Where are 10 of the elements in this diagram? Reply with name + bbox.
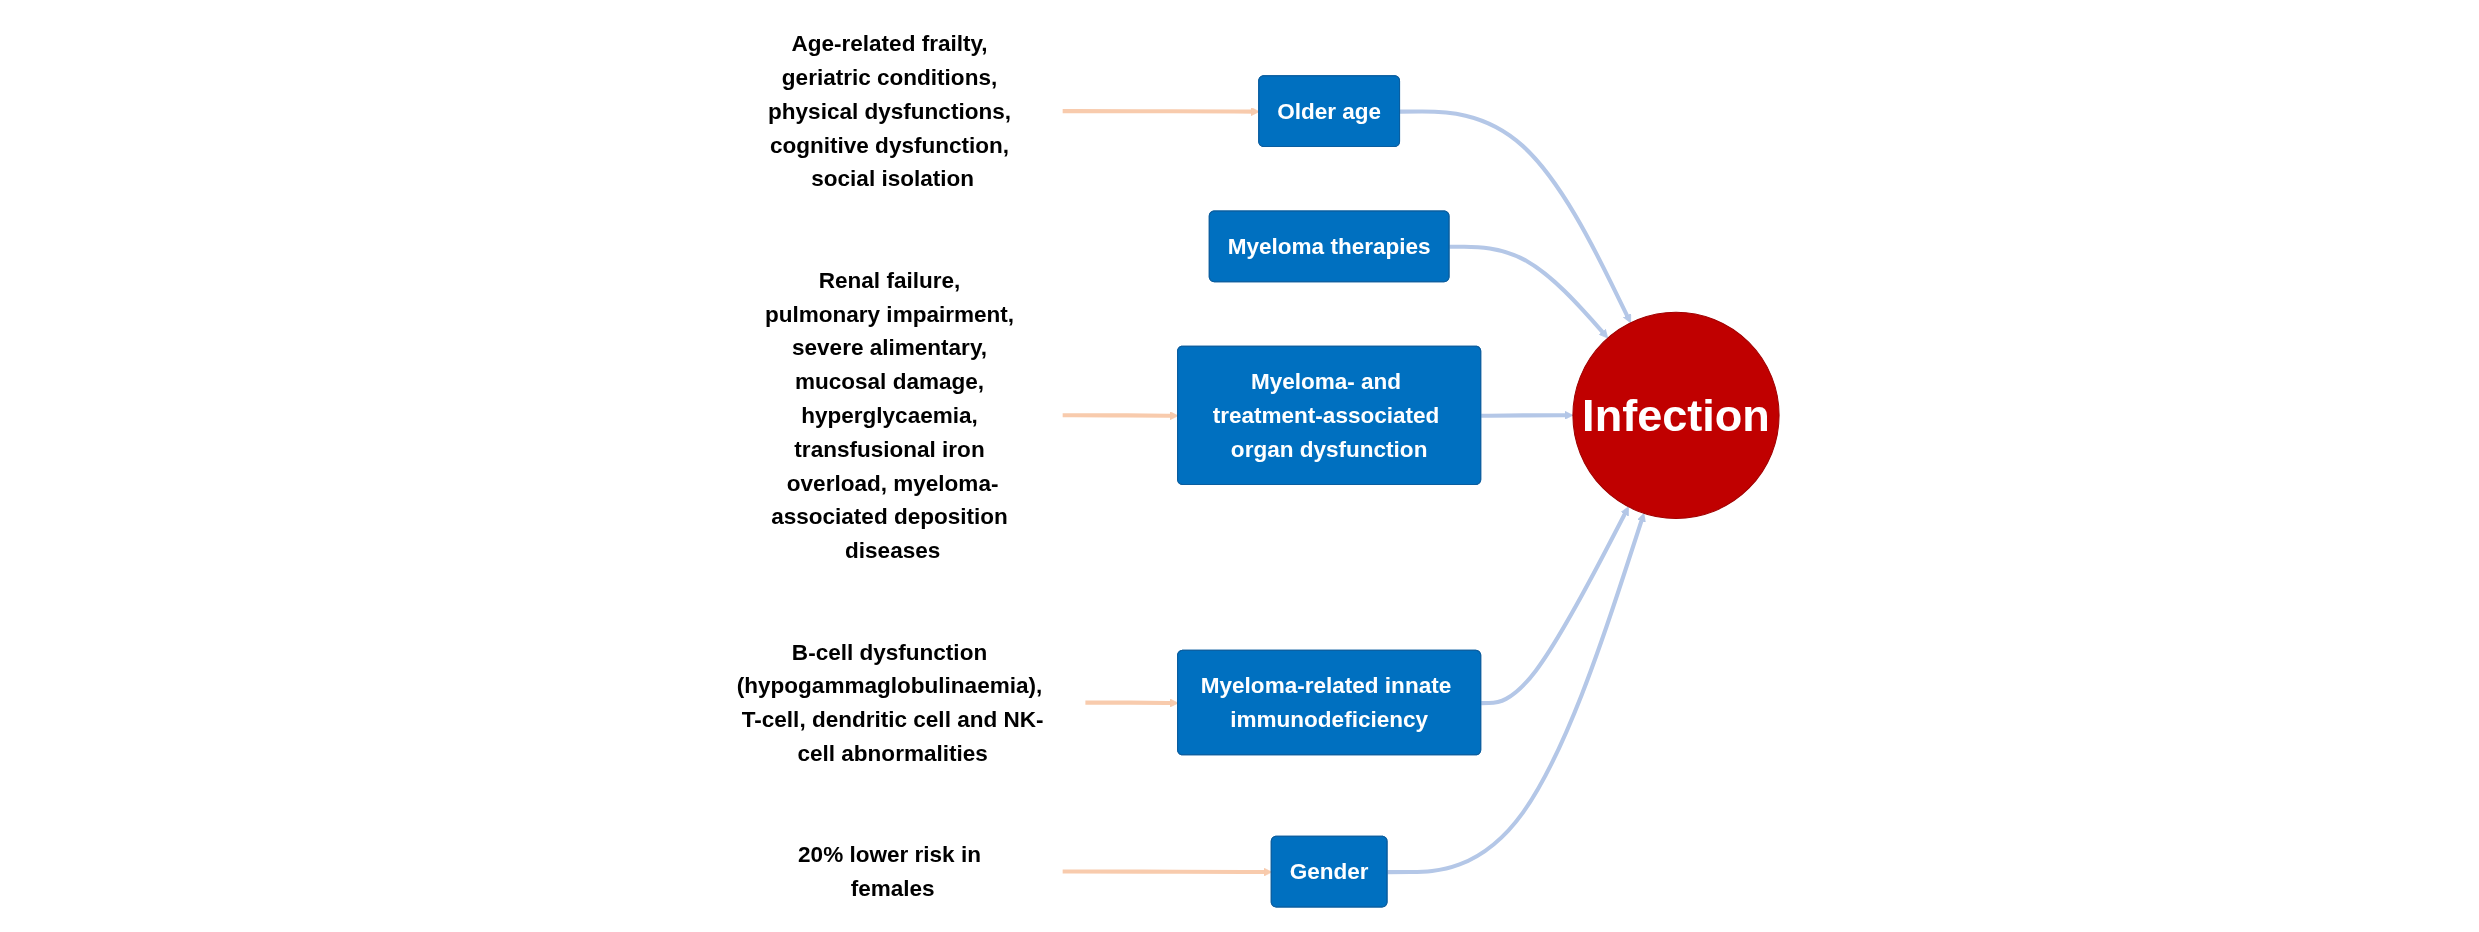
arrow [1449, 244, 1609, 339]
arrow [1400, 109, 1632, 324]
arrow [1481, 410, 1574, 420]
arrow [1387, 512, 1646, 875]
arrow [1481, 506, 1629, 706]
node-text: Age-related frailty, geriatric conditions, physical dysfunctions, cognitive dysfunction, social isolation [768, 30, 1011, 192]
node-text: 20% lower risk in females [798, 841, 981, 902]
node-text: Renal failure, pulmonary impairment, severe alimentary, mucosal damage, hyperglycaemia, transfusional iron overload, myeloma-associated deposition diseases [764, 267, 1015, 564]
node-text: B-cell dysfunction (hypogammaglobulinaemia), T-cell, dendritic cell and NK-cell abnormalities [736, 639, 1044, 767]
node-circle: Infection [1572, 311, 1780, 519]
